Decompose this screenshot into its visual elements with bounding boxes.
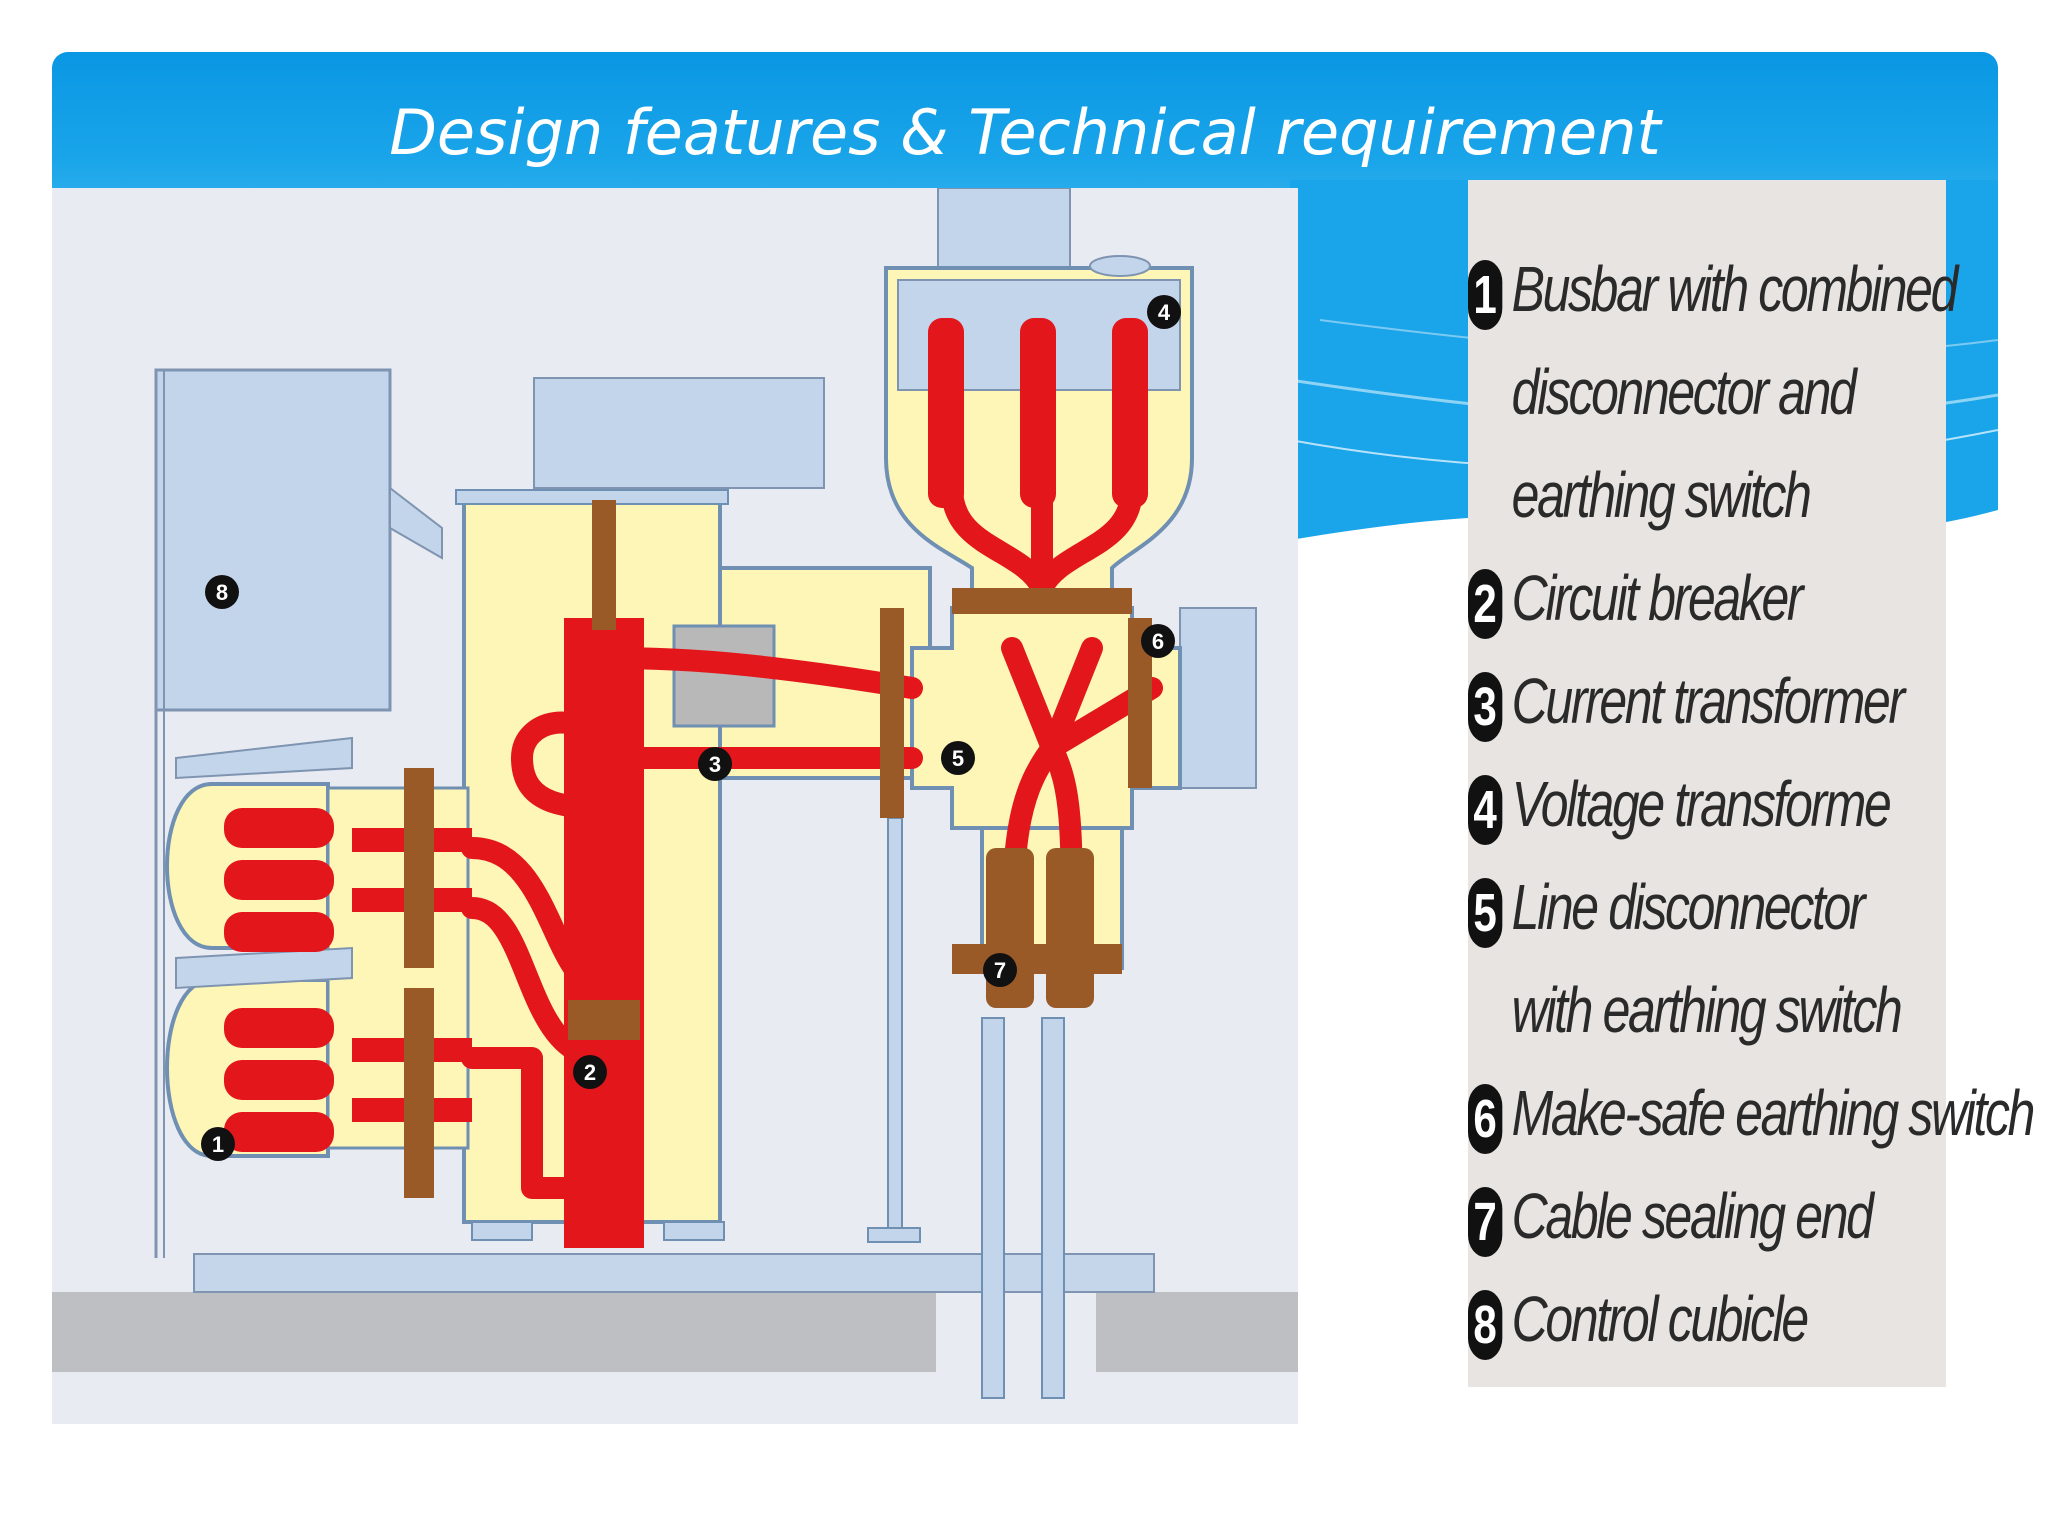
legend-number-4: 4 [1468,775,1503,845]
legend-text: Line disconnector [1511,871,1866,943]
legend-number-2: 2 [1468,569,1503,639]
cable-left [981,1017,1005,1399]
breaker-pole-upper [564,618,644,1018]
callout-5: 5 [952,746,964,771]
legend-item-1-cont: earthing switch [1468,444,1841,547]
legend-number-5: 5 [1468,878,1503,948]
legend-text: Voltage transforme [1511,768,1892,840]
legend-number-8: 8 [1468,1290,1503,1360]
cable-trench [936,1292,1096,1372]
control-cubicle [154,368,392,712]
legend-item-5-cont: with earthing switch [1468,959,1903,1062]
callout-3: 3 [709,752,721,777]
callout-6: 6 [1152,629,1164,654]
floor-slab [52,1292,1298,1372]
base-frame [193,1253,1155,1293]
callout-7: 7 [994,958,1006,983]
callout-8: 8 [216,580,228,605]
legend-text: Control cubicle [1511,1283,1809,1355]
legend-number-6: 6 [1468,1084,1503,1154]
legend-number-3: 3 [1468,672,1503,742]
vt-top-box [937,188,1071,269]
legend-text: Make-safe earthing switch [1511,1077,2036,1149]
legend-text: disconnector and [1511,356,1857,428]
cb-drive-box [533,377,825,489]
cable-right [1041,1017,1065,1399]
legend-text: earthing switch [1511,459,1812,531]
callout-markers [201,295,1181,1161]
earthing-drive-box [1179,607,1257,789]
legend-item-1-cont: disconnector and [1468,341,1857,444]
legend-number-7: 7 [1468,1187,1503,1257]
legend-text: Circuit breaker [1511,562,1804,634]
legend-text: with earthing switch [1511,974,1903,1046]
legend-text: Current transformer [1511,665,1905,737]
legend-number-1: 1 [1468,260,1503,330]
callout-2: 2 [584,1060,596,1085]
legend-text: Busbar with combined [1511,253,1959,325]
breaker-pole-lower [564,1018,644,1248]
legend-text: Cable sealing end [1511,1180,1874,1252]
callout-4: 4 [1158,300,1171,325]
slide-title: Design features & Technical requirement [389,96,1661,169]
switchgear-diagram: 1 2 3 4 5 6 7 8 [52,188,1298,1424]
callout-1: 1 [212,1132,224,1157]
